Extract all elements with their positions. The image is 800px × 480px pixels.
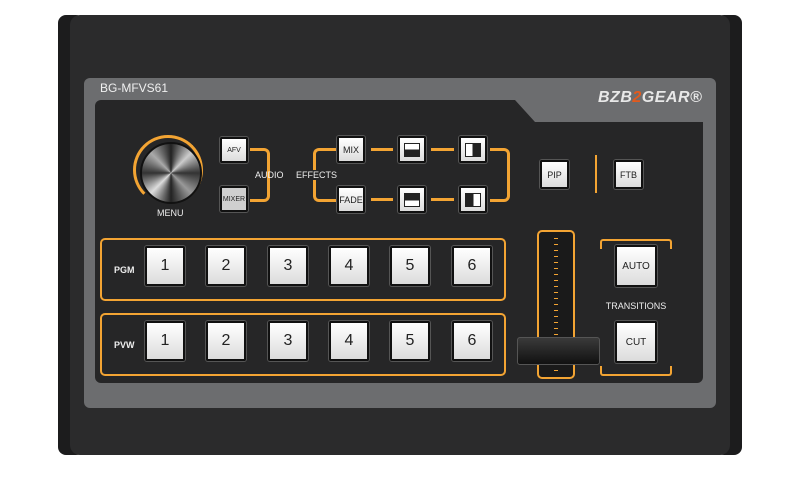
pip-button[interactable]: PIP <box>540 160 569 189</box>
pvw-button-4[interactable]: 4 <box>329 321 369 361</box>
auto-button[interactable]: AUTO <box>615 245 657 287</box>
wipe-left-icon <box>465 192 481 207</box>
mix-button[interactable]: MIX <box>337 136 365 163</box>
audio-label: AUDIO <box>255 170 284 180</box>
ftb-button[interactable]: FTB <box>614 160 643 189</box>
pvw-button-2[interactable]: 2 <box>206 321 246 361</box>
fade-button[interactable]: FADE <box>337 186 365 213</box>
auto-bracket <box>600 239 672 249</box>
pgm-bus <box>100 238 506 301</box>
wipe-down-button[interactable] <box>398 136 426 163</box>
pvw-button-3[interactable]: 3 <box>268 321 308 361</box>
effects-bracket-right <box>490 148 510 202</box>
pgm-button-4[interactable]: 4 <box>329 246 369 286</box>
pgm-button-6[interactable]: 6 <box>452 246 492 286</box>
pvw-button-1[interactable]: 1 <box>145 321 185 361</box>
pvw-button-5[interactable]: 5 <box>390 321 430 361</box>
wipe-up-icon <box>404 192 420 207</box>
transitions-label: TRANSITIONS <box>600 301 672 311</box>
t-bar-scale <box>554 238 558 372</box>
pgm-button-3[interactable]: 3 <box>268 246 308 286</box>
model-label: BG-MFVS61 <box>100 81 169 95</box>
menu-label: MENU <box>157 208 184 218</box>
brand-logo: BZB2GEAR® <box>598 89 703 106</box>
pgm-button-5[interactable]: 5 <box>390 246 430 286</box>
wipe-up-button[interactable] <box>398 186 426 213</box>
afv-button[interactable]: AFV <box>220 137 248 163</box>
cut-bracket <box>600 366 672 376</box>
wipe-right-icon <box>465 142 481 157</box>
pvw-button-6[interactable]: 6 <box>452 321 492 361</box>
pgm-button-2[interactable]: 2 <box>206 246 246 286</box>
audio-bracket <box>250 148 270 202</box>
menu-knob[interactable] <box>140 142 202 204</box>
cut-button[interactable]: CUT <box>615 321 657 363</box>
wipe-down-icon <box>404 142 420 157</box>
mixer-button[interactable]: MIXER <box>220 186 248 212</box>
pvw-label: PVW <box>114 340 135 350</box>
pgm-label: PGM <box>114 265 135 275</box>
wipe-right-button[interactable] <box>459 136 487 163</box>
effects-label: EFFECTS <box>296 170 338 180</box>
divider <box>595 155 597 193</box>
pgm-button-1[interactable]: 1 <box>145 246 185 286</box>
pvw-bus <box>100 313 506 376</box>
wipe-left-button[interactable] <box>459 186 487 213</box>
t-bar-handle[interactable] <box>517 337 600 365</box>
